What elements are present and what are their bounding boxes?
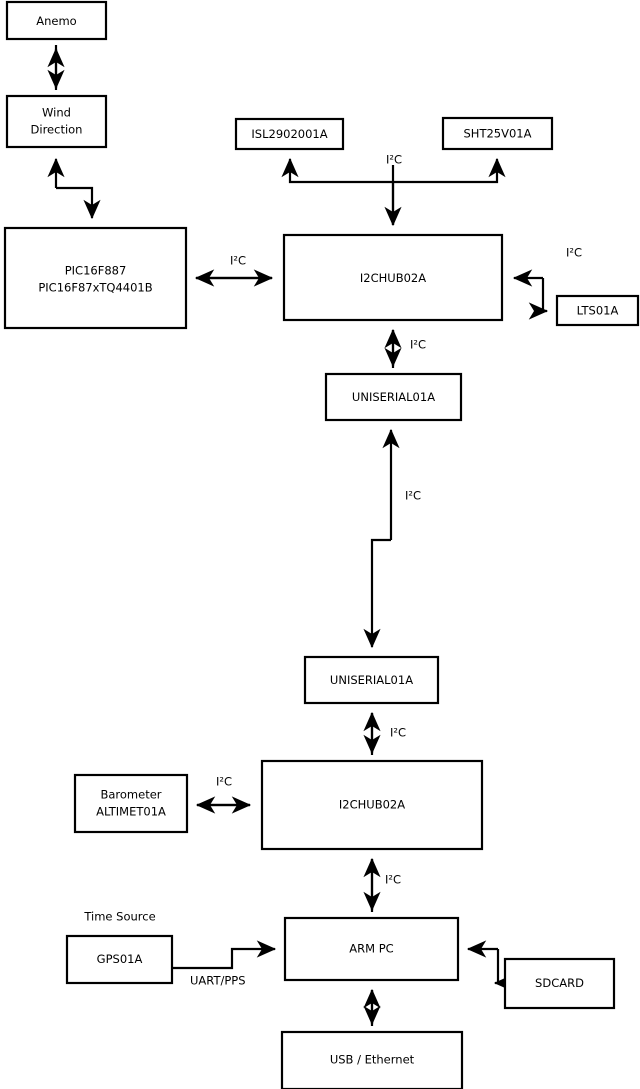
nodes-layer: Anemo Wind Direction PIC16F887 PIC16F87x…	[3, 0, 640, 1089]
node-barometer-label-line2: ALTIMET01A	[96, 805, 166, 819]
node-i2chub02a-top-label: I2CHUB02A	[360, 271, 426, 285]
node-uniserial01a-top-label: UNISERIAL01A	[352, 390, 435, 404]
arrow-to-sht	[393, 157, 506, 184]
node-usb-ethernet-label: USB / Ethernet	[330, 1053, 415, 1067]
node-i2chub02a-bottom-box[interactable]	[260, 759, 484, 851]
node-pic-mcu-label-line1: PIC16F887	[65, 264, 127, 278]
label-time-source: Time Source	[83, 910, 155, 924]
edge-gps-armpc	[172, 940, 277, 970]
node-gps01a-label: GPS01A	[97, 952, 143, 966]
edge-armpc-sdcard	[466, 940, 514, 992]
node-wind-direction-label-line1: Wind	[42, 106, 71, 120]
node-pic-mcu-label-line2: PIC16F87xTQ4401B	[38, 281, 152, 295]
edge-label-barometer-i2chub: I²C	[216, 775, 232, 789]
node-wind-direction[interactable]: Wind Direction	[5, 94, 108, 149]
node-anemo-label: Anemo	[36, 14, 76, 28]
node-gps01a-box[interactable]	[65, 934, 174, 985]
node-wind-direction-box[interactable]	[5, 94, 108, 149]
node-isl2902001a-box[interactable]	[234, 117, 345, 151]
arrow-down	[363, 538, 391, 649]
node-i2chub02a-top[interactable]: I2CHUB02A	[282, 233, 504, 322]
node-lts01a[interactable]: LTS01A	[555, 294, 640, 327]
edge-label-sensor-bus: I²C	[386, 153, 402, 167]
node-barometer[interactable]: Barometer ALTIMET01A	[73, 773, 189, 834]
edge-uniserial-uniserial	[363, 428, 400, 649]
node-gps01a[interactable]: GPS01A	[65, 934, 174, 985]
node-sht25v01a[interactable]: SHT25V01A	[441, 116, 554, 151]
arrow-right	[172, 940, 277, 970]
node-arm-pc-label: ARM PC	[349, 942, 393, 956]
node-uniserial01a-top-box[interactable]	[324, 372, 463, 422]
node-sdcard-label: SDCARD	[535, 976, 584, 990]
node-sht25v01a-label: SHT25V01A	[464, 127, 532, 141]
edge-label-i2chub-lts: I²C	[566, 246, 582, 260]
arrow-to-isl	[281, 157, 395, 225]
node-usb-ethernet-box[interactable]	[280, 1030, 464, 1089]
node-pic-mcu[interactable]: PIC16F887 PIC16F87xTQ4401B	[3, 226, 188, 330]
edge-label-pic-i2chub: I²C	[230, 254, 246, 268]
node-i2chub02a-top-box[interactable]	[282, 233, 504, 322]
node-arm-pc[interactable]: ARM PC	[283, 916, 460, 982]
node-usb-ethernet[interactable]: USB / Ethernet	[280, 1030, 464, 1089]
node-i2chub02a-bottom-label: I2CHUB02A	[339, 798, 405, 812]
node-sdcard[interactable]: SDCARD	[503, 957, 616, 1010]
node-lts01a-box[interactable]	[555, 294, 640, 327]
node-pic-mcu-box[interactable]	[3, 226, 188, 330]
edge-label-i2chub-uniserial: I²C	[410, 338, 426, 352]
node-sht25v01a-box[interactable]	[441, 116, 554, 151]
edge-label-i2chub-armpc: I²C	[385, 873, 401, 887]
node-isl2902001a[interactable]: ISL2902001A	[234, 117, 345, 151]
node-wind-direction-label-line2: Direction	[31, 123, 83, 137]
edge-i2chub-lts	[512, 269, 549, 320]
edge-i2chub-sensor-bus	[281, 157, 506, 227]
edge-label-uart-pps: UART/PPS	[190, 974, 246, 988]
arrow-right	[528, 278, 549, 320]
edge-label-uniserial-i2chub: I²C	[390, 726, 406, 740]
node-anemo-box[interactable]	[5, 0, 108, 41]
edges-layer	[47, 45, 549, 1026]
node-sdcard-box[interactable]	[503, 957, 616, 1010]
edge-label-uniserial-chain: I²C	[405, 489, 421, 503]
node-uniserial01a-bottom-label: UNISERIAL01A	[330, 673, 413, 687]
node-uniserial01a-top[interactable]: UNISERIAL01A	[324, 372, 463, 422]
node-barometer-label-line1: Barometer	[100, 788, 161, 802]
node-arm-pc-box[interactable]	[283, 916, 460, 982]
edge-wind-direction-pic	[47, 157, 101, 220]
node-i2chub02a-bottom[interactable]: I2CHUB02A	[260, 759, 484, 851]
node-uniserial01a-bottom-box[interactable]	[303, 655, 440, 705]
node-barometer-box[interactable]	[73, 773, 189, 834]
labels-layer: I²C I²C I²C I²C I²C I²C I²C I²C UART/PPS…	[83, 153, 582, 988]
node-uniserial01a-bottom[interactable]: UNISERIAL01A	[303, 655, 440, 705]
node-anemo[interactable]: Anemo	[5, 0, 108, 41]
node-lts01a-label: LTS01A	[577, 304, 619, 318]
arrow-right	[493, 949, 514, 992]
node-isl2902001a-label: ISL2902001A	[251, 127, 327, 141]
arrow-down	[56, 186, 101, 220]
